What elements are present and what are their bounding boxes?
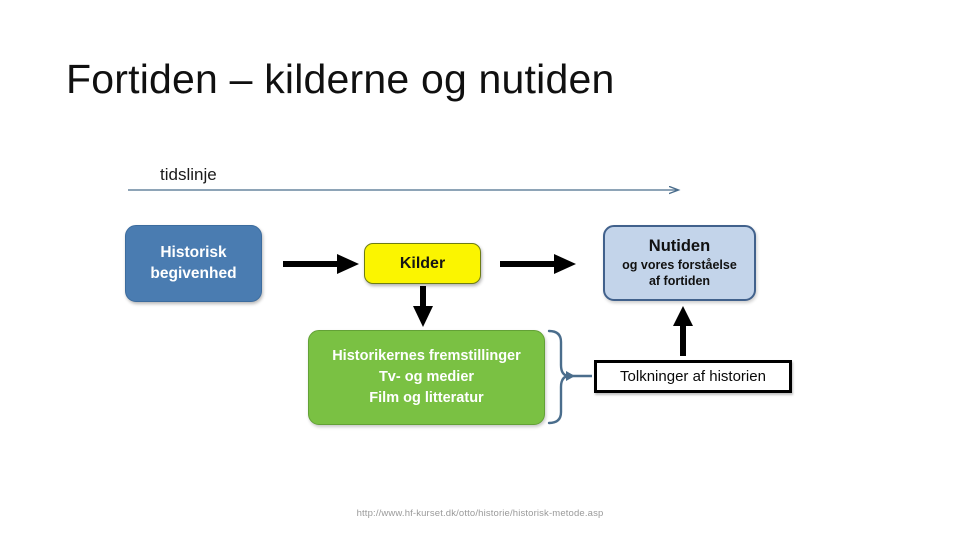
node-tolkninger-label: Tolkninger af historien <box>620 368 766 385</box>
node-historikernes-fremstillinger[interactable]: Historikernes fremstillinger Tv- og medi… <box>308 330 545 425</box>
node-fremstillinger-line-3: Film og litteratur <box>369 390 484 406</box>
node-tolkninger-af-historien[interactable]: Tolkninger af historien <box>594 360 792 393</box>
arrow-kilder-to-nutiden <box>500 254 576 274</box>
timeline-label: tidslinje <box>160 165 217 184</box>
page-title: Fortiden – kilderne og nutiden <box>66 56 615 102</box>
arrow-historisk-to-kilder <box>283 254 359 274</box>
arrow-kilder-to-fremstillinger <box>413 286 433 327</box>
source-url-footer: http://www.hf-kurset.dk/otto/historie/hi… <box>356 508 604 519</box>
node-nutiden-subtitle-1: og vores forståelse <box>622 258 737 273</box>
node-historisk-begivenhed-label: Historisk begivenhed <box>150 243 237 282</box>
node-kilder-label: Kilder <box>399 254 446 272</box>
brace-connector <box>547 329 592 425</box>
node-fremstillinger-line-2: Tv- og medier <box>378 368 475 385</box>
node-kilder[interactable]: Kilder <box>364 243 481 284</box>
node-nutiden[interactable]: Nutiden og vores forståelse af fortiden <box>603 225 756 301</box>
arrow-tolkninger-to-nutiden <box>673 306 693 356</box>
node-nutiden-subtitle-2: af fortiden <box>648 274 711 289</box>
node-fremstillinger-line-1: Historikernes fremstillinger <box>332 347 521 364</box>
node-historisk-begivenhed[interactable]: Historisk begivenhed <box>125 225 262 302</box>
node-nutiden-title: Nutiden <box>648 237 711 256</box>
